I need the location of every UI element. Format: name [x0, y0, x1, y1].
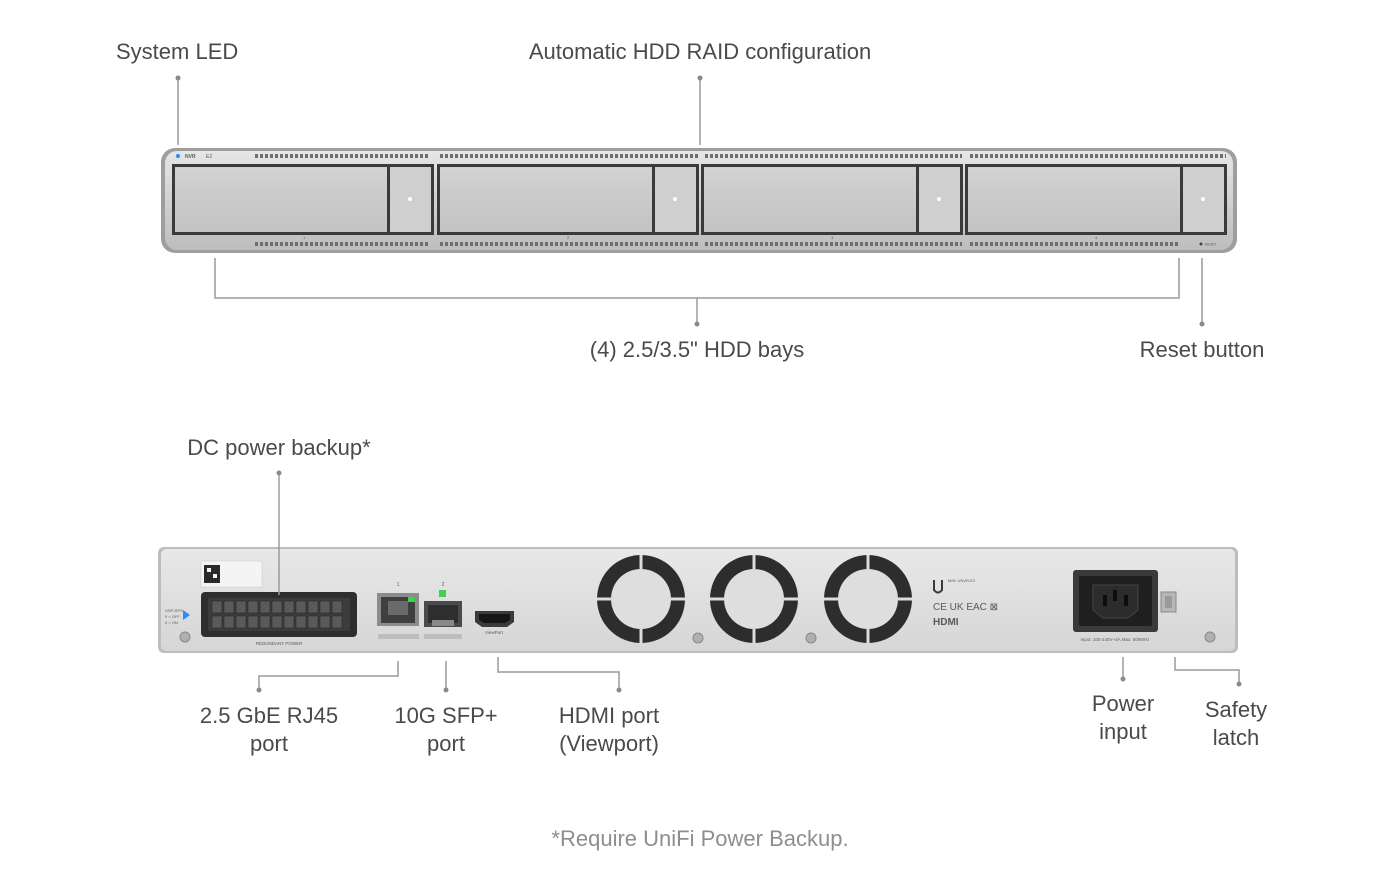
reset-button[interactable]	[1199, 242, 1203, 246]
hdmi-port-label: HDMI port (Viewport)	[558, 703, 660, 756]
screw	[692, 632, 704, 644]
switch-label: 0 = ON	[165, 620, 178, 625]
model-label: E2	[206, 154, 212, 160]
viewport-text: ViewPort	[485, 630, 504, 635]
vent-strip	[968, 154, 1226, 158]
certification-marks-icon: CE UK EAC ⊠	[933, 602, 998, 613]
vent-strip	[704, 242, 962, 246]
sfp-port[interactable]	[424, 601, 462, 627]
vent-strip	[440, 242, 698, 246]
drive-bay[interactable]	[172, 164, 434, 235]
hdmi-port[interactable]	[475, 611, 514, 627]
vent-strip	[440, 154, 698, 158]
bay-number: 1	[303, 235, 306, 240]
vent-strip	[255, 242, 429, 246]
drive-led	[1201, 197, 1205, 201]
fan	[597, 555, 685, 643]
raid-config-label: Automatic HDD RAID configuration	[528, 39, 872, 64]
sfp-port-label: 10G SFP+ port	[394, 703, 498, 756]
qr-code	[204, 565, 220, 583]
switch-label: USP-RPS	[165, 608, 183, 613]
drive-bay[interactable]	[701, 164, 963, 235]
reset-text: RESET	[1205, 243, 1218, 247]
drive-led	[408, 197, 412, 201]
hdmi-logo: HDMI	[933, 617, 959, 628]
drive-bay[interactable]	[437, 164, 699, 235]
front-leader-lines	[175, 75, 1205, 327]
drive-led	[673, 197, 677, 201]
vent-strip	[255, 154, 429, 158]
bay-number: 3	[831, 235, 834, 240]
rear-panel: USP-RPS 0 = OFF 0 = ON REDUNDAN	[158, 547, 1238, 653]
link-led	[408, 597, 415, 602]
bay-number: 4	[1095, 235, 1098, 240]
vent-strip	[968, 242, 1180, 246]
backup-indicator-icon	[183, 610, 190, 620]
system-led-label: System LED	[116, 39, 239, 64]
model-number-text: M/N: UNVR-E2	[948, 578, 976, 583]
port-number: 2	[442, 582, 445, 588]
port-number: 1	[397, 582, 400, 588]
screw	[805, 632, 817, 644]
redundant-power-text: REDUNDANT POWER	[256, 641, 303, 646]
vent-strip	[704, 154, 962, 158]
safety-latch[interactable]	[1160, 591, 1177, 613]
dc-power-connector[interactable]	[201, 592, 357, 637]
dc-power-backup-label: DC power backup*	[187, 435, 371, 460]
drive-bay[interactable]	[965, 164, 1227, 235]
footnote: *Require UniFi Power Backup.	[551, 826, 849, 851]
sfp-link-led	[439, 590, 446, 597]
switch-label: 0 = OFF	[165, 614, 180, 619]
rear-leader-lines	[256, 470, 1242, 693]
system-led	[176, 154, 180, 158]
fan	[824, 555, 912, 643]
brand-label: NVR	[185, 154, 196, 160]
bay-number: 2	[567, 235, 570, 240]
rj45-port[interactable]	[377, 593, 419, 626]
power-input-label: Power input	[1091, 691, 1155, 744]
input-rating-text: Input: 100-240V~2A Max. 50/60Hz	[1081, 637, 1151, 642]
power-inlet[interactable]	[1073, 570, 1158, 632]
reset-button-label: Reset button	[1139, 337, 1265, 362]
fan	[710, 555, 798, 643]
screw	[179, 631, 191, 643]
screw	[1204, 631, 1216, 643]
hdd-bays-label: (4) 2.5/3.5" HDD bays	[589, 337, 805, 362]
drive-led	[937, 197, 941, 201]
rj45-port-label: 2.5 GbE RJ45 port	[199, 703, 339, 756]
safety-latch-label: Safety latch	[1204, 697, 1268, 750]
front-panel: NVR E2 1 2 3 4	[161, 148, 1237, 253]
ubiquiti-logo-icon	[933, 580, 943, 594]
